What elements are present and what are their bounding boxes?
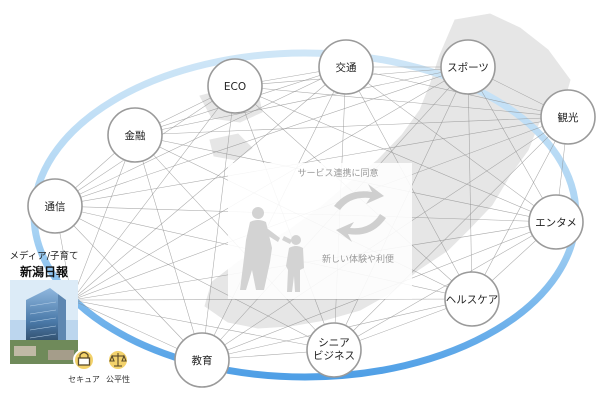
connection-line	[54, 66, 347, 207]
connection-line	[467, 66, 557, 223]
node-sports-label: スポーツ	[447, 62, 489, 74]
fairness-badge-label: 公平性	[106, 374, 130, 384]
node-eco-label: ECO	[224, 81, 246, 93]
connection-line	[471, 116, 569, 300]
node-education[interactable]: 教育	[174, 332, 230, 388]
connection-line	[71, 298, 473, 301]
node-education-label: 教育	[192, 354, 213, 367]
node-traffic-label: 交通	[336, 61, 357, 74]
exchange-arrows-icon	[334, 184, 386, 242]
connection-line	[134, 116, 569, 136]
center-panel: サービス連携に同意 新しい体験や利便	[228, 163, 412, 299]
node-telecom-label: 通信	[45, 201, 66, 213]
connection-line	[345, 66, 557, 223]
connection-line	[71, 85, 236, 301]
connection-line	[71, 299, 335, 351]
building-photo	[10, 280, 78, 364]
node-senior-business[interactable]: シニアビジネス	[306, 322, 362, 378]
parent-child-silhouette	[240, 207, 304, 292]
node-healthcare-label: ヘルスケア	[446, 294, 499, 306]
connection-line	[201, 85, 236, 361]
media-label: メディア/子育て	[9, 250, 78, 262]
security-badge: セキュア	[68, 349, 100, 384]
connection-line	[54, 205, 203, 361]
node-eco[interactable]: ECO	[207, 58, 263, 114]
media-brand: 新潟日報	[20, 264, 69, 279]
node-sports[interactable]: スポーツ	[440, 39, 496, 95]
consent-text: サービス連携に同意	[297, 167, 378, 179]
node-entertainment-label: エンタメ	[535, 217, 577, 229]
node-traffic[interactable]: 交通	[318, 39, 374, 95]
node-tourism[interactable]: 観光	[540, 89, 596, 145]
node-entertainment[interactable]: エンタメ	[528, 194, 584, 250]
lock-icon	[77, 351, 91, 366]
connection-line	[234, 85, 569, 118]
connection-line	[333, 116, 569, 351]
connection-line	[54, 116, 569, 207]
node-finance[interactable]: 金融	[107, 107, 163, 163]
node-healthcare[interactable]: ヘルスケア	[444, 271, 500, 327]
node-tourism-label: 観光	[558, 111, 579, 124]
connection-line	[54, 205, 335, 351]
node-finance-label: 金融	[125, 129, 146, 142]
service-nodes: ECO 交通 スポーツ 金融 観光 通信 エンタメ ヘルスケア	[27, 39, 596, 388]
experience-text: 新しい体験や利便	[322, 253, 394, 265]
fairness-badge: 公平性	[106, 349, 130, 384]
scales-icon	[109, 353, 127, 367]
media-node[interactable]: メディア/子育て 新潟日報	[9, 250, 79, 364]
node-telecom[interactable]: 通信	[27, 178, 83, 234]
security-badge-label: セキュア	[68, 375, 100, 384]
connection-line	[467, 66, 473, 300]
node-senior-business-label: シニアビジネス	[313, 337, 355, 362]
connection-line	[71, 66, 347, 301]
connection-line	[71, 134, 136, 301]
connection-line	[234, 85, 557, 223]
connection-line	[134, 134, 203, 361]
connection-line	[134, 66, 469, 136]
connection-line	[333, 221, 557, 351]
connection-line	[54, 66, 469, 207]
